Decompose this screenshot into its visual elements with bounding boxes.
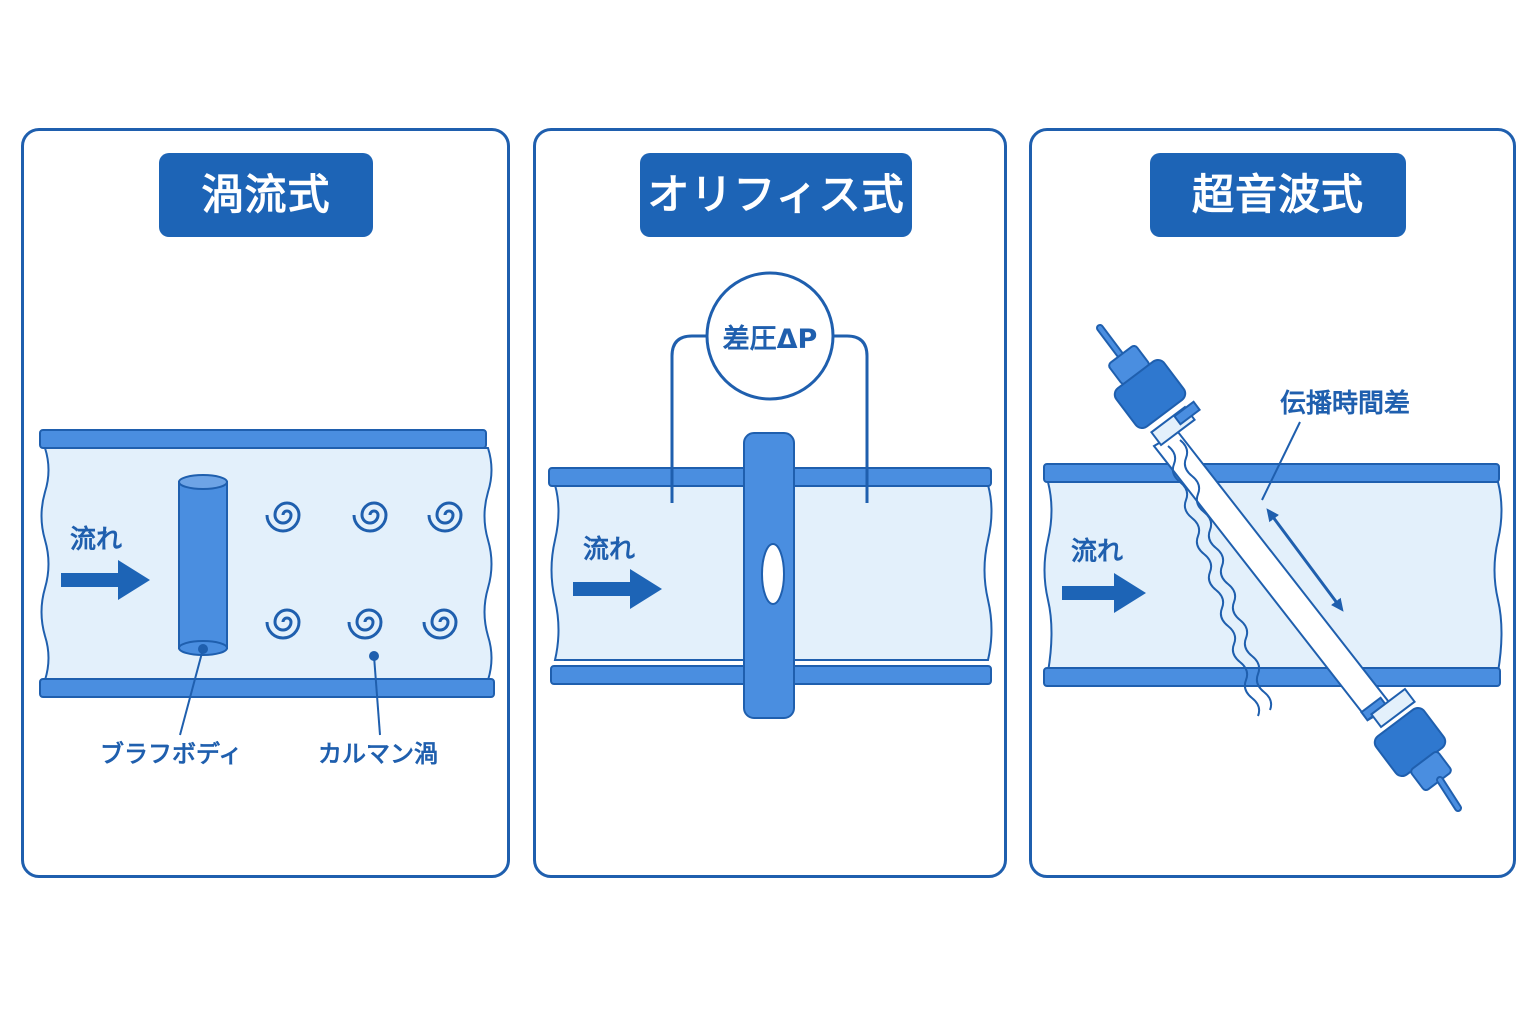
vortex-pipe [39,429,495,698]
bluff-body [178,474,228,656]
transit-time-arrow [1266,508,1344,612]
label-differential-pressure: 差圧ΔP [723,323,818,355]
downstream-transducer [1360,687,1462,812]
ultrasonic-pipe [1043,463,1503,687]
karman-vortices [265,501,463,640]
leader-transit-time [1261,421,1301,501]
label-transit-time-difference: 伝播時間差 [1280,388,1410,419]
flow-label-vortex: 流れ [70,525,122,555]
leader-karman [369,651,381,736]
flow-arrow-ultrasonic [1062,573,1146,613]
panel-title-orifice: オリフィス式 [640,153,912,237]
flow-label-orifice: 流れ [583,535,635,565]
upstream-transducer [1096,324,1201,447]
flow-label-ultrasonic: 流れ [1071,537,1123,567]
label-bluff-body: ブラフボディ [100,740,242,768]
panel-title-ultrasonic: 超音波式 [1150,153,1406,237]
panel-title-vortex: 渦流式 [159,153,373,237]
pressure-taps [670,334,869,503]
dp-gauge [705,271,835,401]
flow-arrow-orifice [573,569,662,609]
leader-bluff-body [179,644,208,736]
flow-arrow-vortex [61,560,150,600]
label-karman-vortex: カルマン渦 [318,740,438,768]
orifice-plate [743,432,795,719]
